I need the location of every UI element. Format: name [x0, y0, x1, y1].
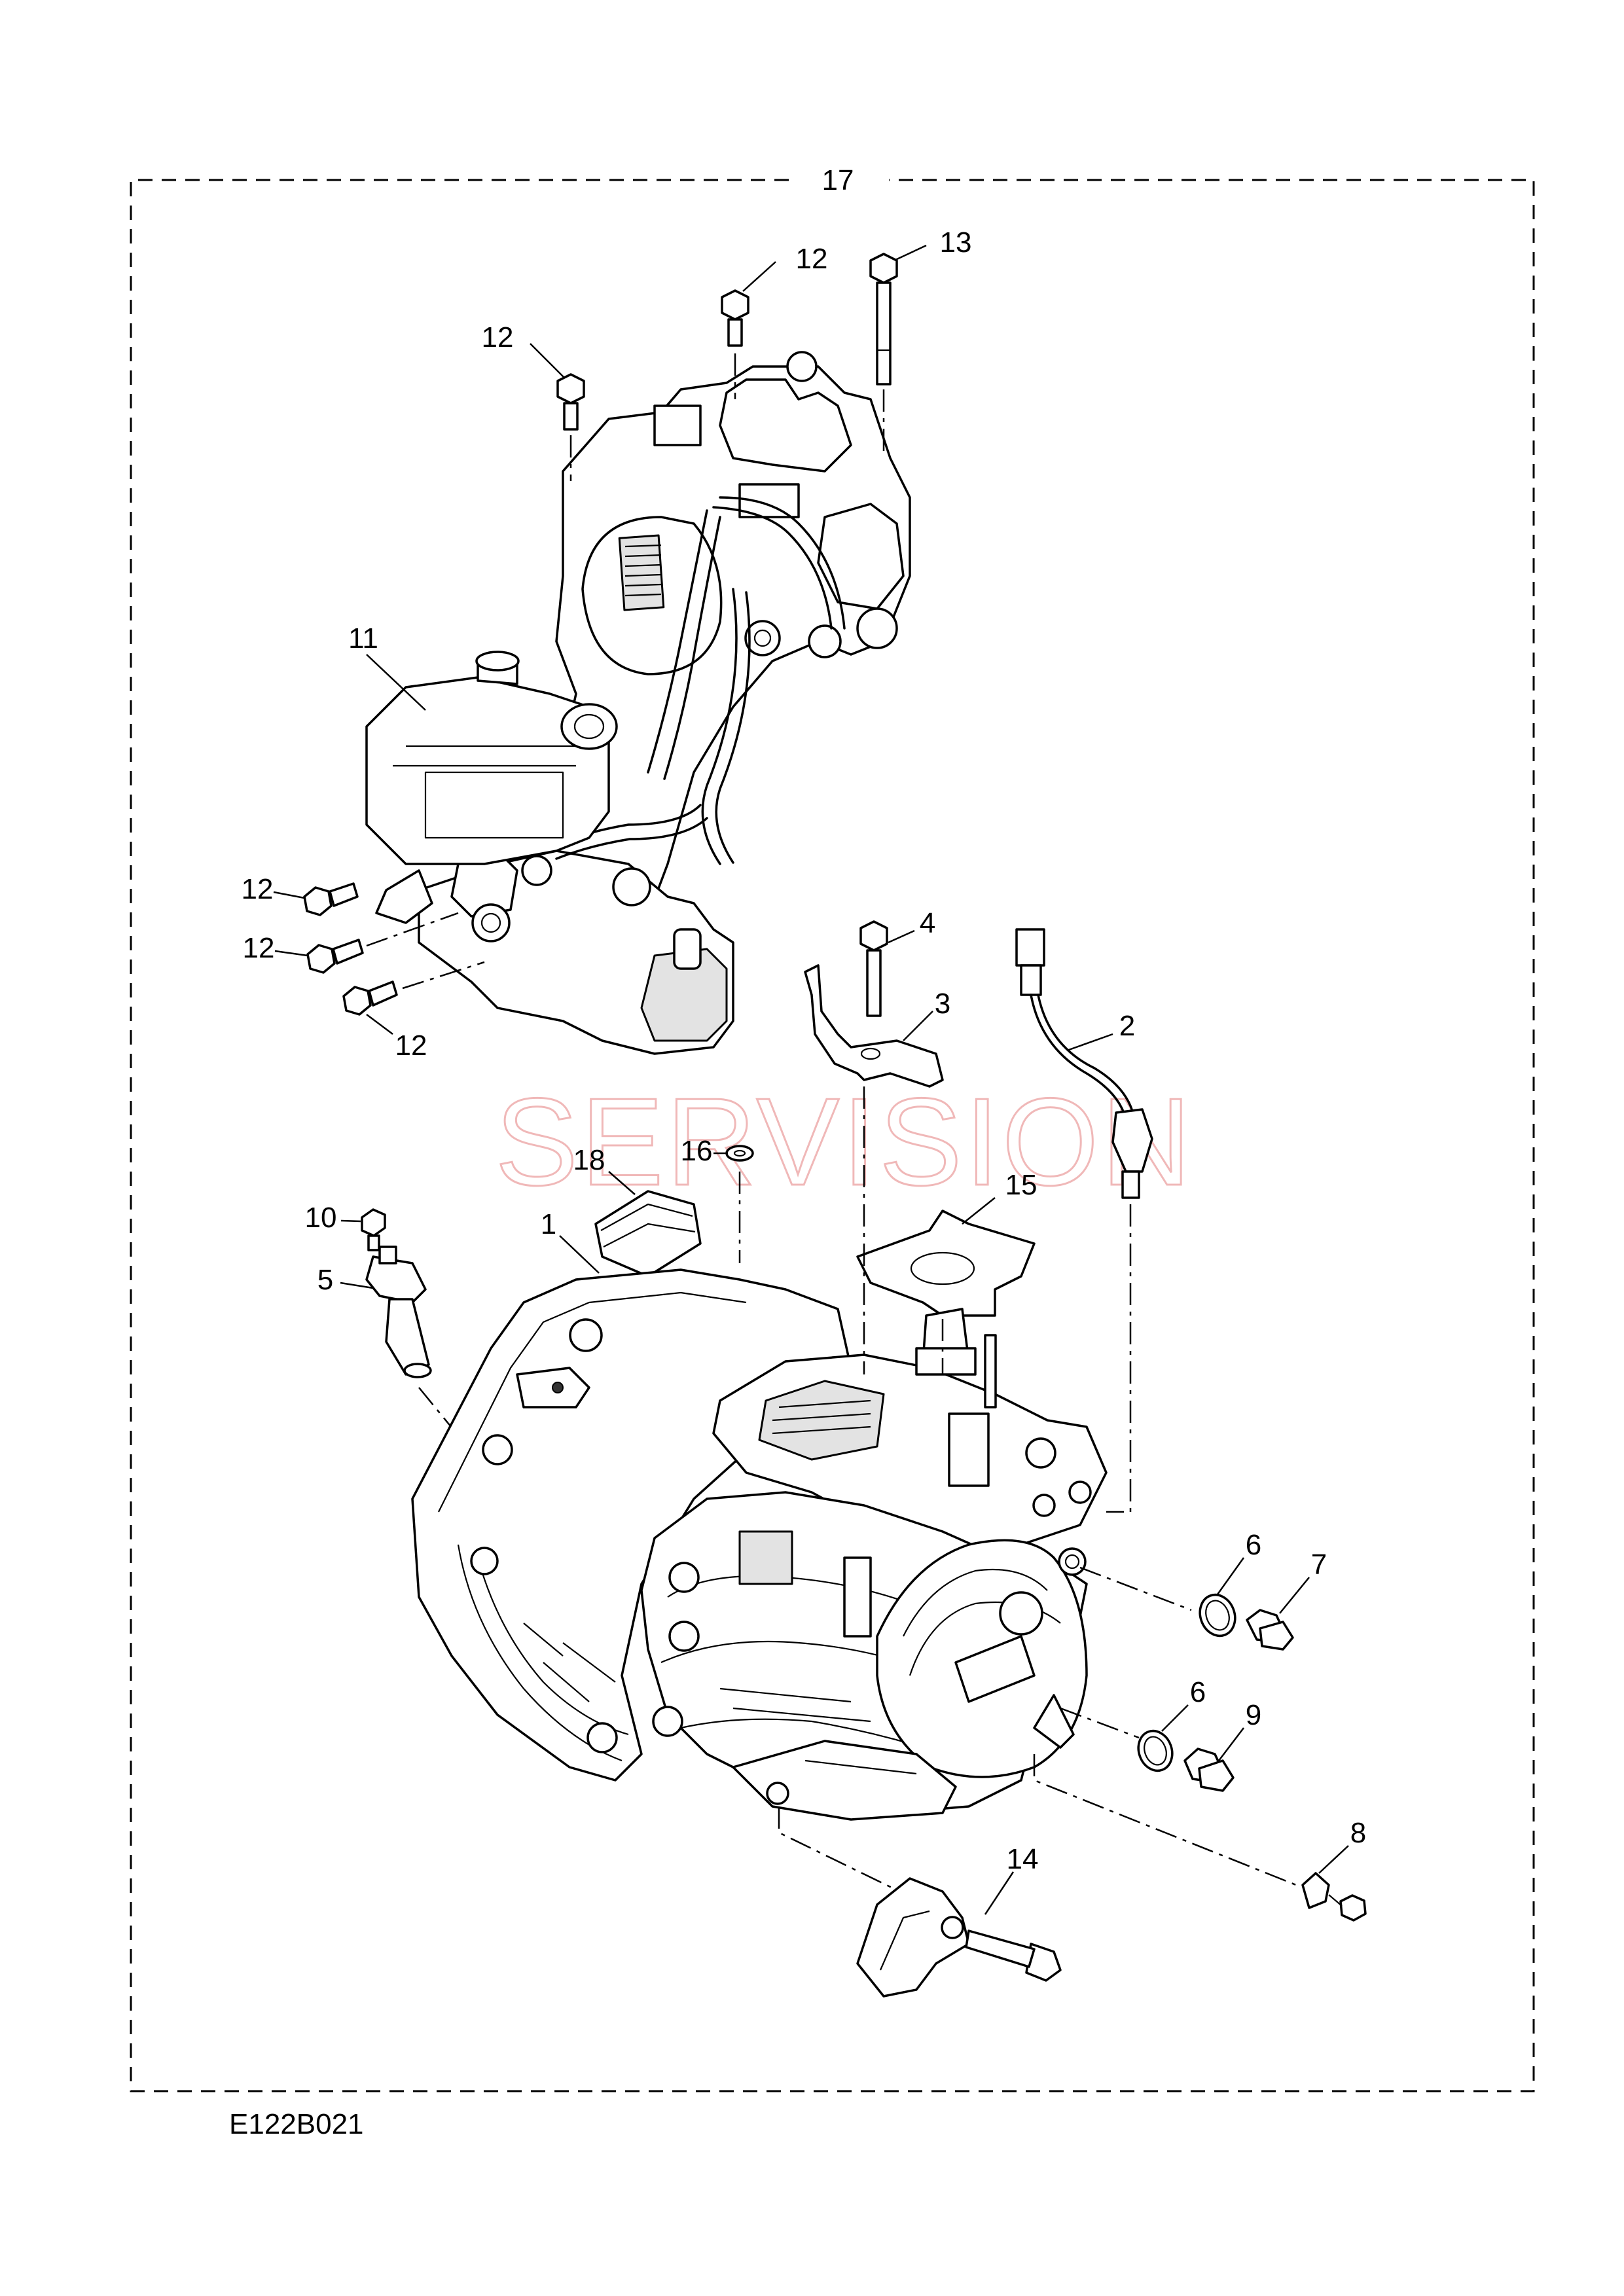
fluid-reservoir — [365, 651, 618, 924]
fixing-line-bracket-8 — [1033, 1754, 1297, 1886]
callout-14: 14 — [1007, 1843, 1039, 1875]
leader-lines — [273, 244, 1349, 1915]
plug-7 — [1246, 1609, 1294, 1651]
bolt-12-side-upper — [303, 882, 359, 916]
bolt-12-side-lower — [342, 980, 398, 1016]
fixing-line-bolt-12-side-lower — [402, 961, 485, 990]
fixing-line-sensor-2 — [1106, 1204, 1132, 1513]
bolt-13-long — [869, 253, 898, 386]
washer-16 — [725, 1145, 754, 1162]
seal-6-lower — [1137, 1729, 1174, 1772]
figure-reference: E122B021 — [229, 2108, 364, 2140]
callout-9: 9 — [1246, 1699, 1261, 1731]
gearbox-housing-1 — [411, 1268, 1108, 1821]
callout-11: 11 — [348, 622, 378, 655]
sensor-2 — [1015, 928, 1153, 1199]
bracket-3 — [804, 964, 944, 1088]
callout-13: 13 — [940, 226, 972, 259]
fixing-line-plug-9 — [1060, 1707, 1140, 1739]
watermark: SERVISION — [495, 1073, 1193, 1211]
bolt-10 — [361, 1208, 386, 1251]
seal-6-upper — [1199, 1593, 1236, 1638]
callout-7: 7 — [1311, 1549, 1327, 1581]
callout-12: 12 — [242, 873, 274, 905]
gasket-15 — [856, 1210, 1036, 1317]
callout-12: 12 — [395, 1030, 427, 1062]
fixing-line-bracket-14 — [778, 1806, 914, 1899]
callout-6: 6 — [1246, 1529, 1261, 1561]
fixing-line-bolt-12-side-middle — [366, 912, 459, 947]
callout-12: 12 — [796, 243, 828, 275]
bracket-8 — [1301, 1872, 1367, 1922]
callout-12: 12 — [482, 321, 514, 353]
callout-2: 2 — [1119, 1010, 1135, 1042]
bolt-12-top-left — [556, 373, 585, 431]
callout-12: 12 — [243, 932, 275, 964]
plug-9 — [1183, 1748, 1235, 1792]
breather-18 — [594, 1190, 702, 1278]
callout-18: 18 — [573, 1144, 605, 1176]
callout-1: 1 — [541, 1208, 556, 1240]
callout-15: 15 — [1005, 1169, 1038, 1201]
bolt-12-side-middle — [306, 939, 364, 974]
callout-17: 17 — [822, 164, 854, 196]
callout-6: 6 — [1190, 1676, 1206, 1708]
assembly-boundary-frame — [130, 179, 1535, 2092]
callout-16: 16 — [681, 1135, 713, 1167]
speed-sensor-5 — [365, 1246, 432, 1378]
callout-8: 8 — [1350, 1817, 1366, 1849]
bracket-14 — [856, 1877, 1062, 1998]
callout-10: 10 — [305, 1202, 337, 1234]
fixing-line-plug-7 — [1079, 1566, 1192, 1611]
callout-3: 3 — [935, 988, 950, 1020]
callout-labels: 12 12 13 11 12 12 12 4 3 2 15 16 18 1 10… — [242, 226, 1367, 1875]
fixing-line-speed-sensor-5 — [418, 1387, 478, 1460]
callout-5: 5 — [317, 1264, 333, 1296]
gearshift-actuator-assembly — [418, 351, 911, 1055]
bolt-4 — [859, 920, 888, 1017]
bolt-12-top-center — [721, 289, 749, 347]
callout-4: 4 — [920, 907, 935, 939]
